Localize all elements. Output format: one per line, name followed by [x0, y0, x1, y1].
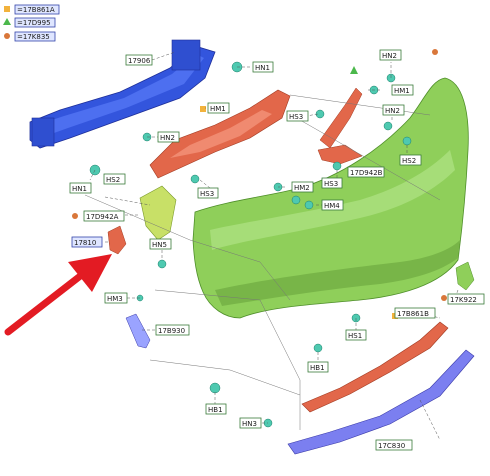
- bumper-cover: [192, 77, 469, 319]
- callout-hm2: HM2: [291, 181, 314, 193]
- svg-text:HS2: HS2: [106, 176, 120, 184]
- callout-hm1: HM1: [207, 102, 230, 114]
- legend: =17B861A =17D995 =17K835: [3, 4, 60, 42]
- svg-text:HM4: HM4: [324, 202, 340, 210]
- callout-hm4: HM4: [321, 199, 344, 211]
- callout-17d942a: 17D942A: [83, 210, 125, 222]
- svg-text:17K922: 17K922: [450, 296, 477, 304]
- svg-text:HB1: HB1: [208, 406, 223, 414]
- circle-marker-icon: [4, 33, 10, 39]
- lower-trim-17c830: [287, 349, 475, 455]
- circle-marker-icon: [72, 213, 78, 219]
- upper-bracket: [149, 89, 291, 179]
- bracket-17810: [107, 225, 127, 255]
- legend-box-2: [14, 17, 56, 28]
- callout-17c830: 17C830: [375, 439, 413, 451]
- callout-hb1-bottom: HB1: [205, 403, 227, 415]
- callout-17810: 17810: [71, 236, 103, 248]
- part-17k922: [455, 261, 475, 291]
- svg-text:HN2: HN2: [382, 52, 397, 60]
- leader-lines: [84, 51, 459, 441]
- callout-hn2-right: HN2: [382, 104, 405, 116]
- legend-box-3: [14, 31, 56, 42]
- svg-text:HM1: HM1: [394, 87, 410, 95]
- svg-text:HS2: HS2: [402, 157, 416, 165]
- lower-absorber-17b861b: [301, 321, 449, 413]
- legend-label-2: =17D995: [17, 19, 51, 27]
- callout-hs3-top: HS3: [286, 110, 309, 122]
- svg-text:17B930: 17B930: [158, 327, 185, 335]
- callout-17906: 17906: [125, 54, 153, 66]
- svg-text:17C830: 17C830: [378, 442, 405, 450]
- triangle-marker-icon: [3, 18, 11, 25]
- callout-hb1-mid: HB1: [307, 361, 329, 373]
- callout-17b861b: 17B861B: [394, 307, 436, 319]
- svg-text:HB1: HB1: [310, 364, 325, 372]
- legend-label-1: =17B861A: [17, 6, 55, 14]
- bracket-17b930: [125, 313, 151, 349]
- callout-hm1-right: HM1: [391, 84, 414, 96]
- circle-marker-icon: [441, 295, 447, 301]
- circle-marker-icon: [432, 49, 438, 55]
- callout-hn5: HN5: [149, 238, 172, 250]
- side-bracket-right: [319, 87, 363, 149]
- svg-text:HN3: HN3: [242, 420, 257, 428]
- callout-hn1-left: HN1: [69, 182, 92, 194]
- square-marker-icon: [4, 6, 10, 12]
- red-arrow: [4, 254, 112, 336]
- callout-hs2-left: HS2: [103, 173, 126, 185]
- callout-hn2-top: HN2: [379, 49, 402, 61]
- svg-text:17D942B: 17D942B: [350, 169, 383, 177]
- callout-hm3: HM3: [104, 292, 128, 304]
- callout-hs2-right: HS2: [399, 154, 422, 166]
- svg-text:HS3: HS3: [324, 180, 338, 188]
- svg-text:HS3: HS3: [200, 190, 214, 198]
- svg-text:17B861B: 17B861B: [397, 310, 429, 318]
- bumper-reinforcement-beam: [29, 39, 216, 149]
- svg-text:17810: 17810: [74, 239, 96, 247]
- callout-hn3: HN3: [239, 417, 262, 429]
- legend-label-3: =17K835: [17, 33, 50, 41]
- callout-17k922: 17K922: [447, 293, 485, 305]
- callout-hs3-right: HS3: [321, 177, 343, 189]
- svg-text:HN2: HN2: [385, 107, 400, 115]
- bracket-17d942a: [139, 185, 177, 241]
- callout-hn2-left: HN2: [157, 131, 180, 143]
- svg-text:17906: 17906: [128, 57, 151, 65]
- svg-text:HM1: HM1: [210, 105, 226, 113]
- legend-box-1: [14, 4, 60, 15]
- callout-hs1: HS1: [345, 329, 367, 341]
- callout-hn1-top: HN1: [252, 61, 274, 73]
- svg-text:17D942A: 17D942A: [86, 213, 119, 221]
- callout-hs3-mid: HS3: [197, 187, 219, 199]
- triangle-marker-icon: [350, 66, 358, 74]
- callout-17d942b: 17D942B: [347, 166, 385, 178]
- svg-text:HN1: HN1: [255, 64, 270, 72]
- callout-17b930: 17B930: [155, 324, 190, 336]
- svg-text:HS3: HS3: [289, 113, 303, 121]
- svg-text:HM2: HM2: [294, 184, 310, 192]
- svg-text:HN1: HN1: [72, 185, 87, 193]
- svg-text:HN2: HN2: [160, 134, 175, 142]
- bracket-17d942b: [317, 144, 363, 165]
- svg-text:HN5: HN5: [152, 241, 167, 249]
- svg-text:HS1: HS1: [348, 332, 362, 340]
- square-marker-icon: [200, 106, 206, 112]
- svg-text:HM3: HM3: [107, 295, 123, 303]
